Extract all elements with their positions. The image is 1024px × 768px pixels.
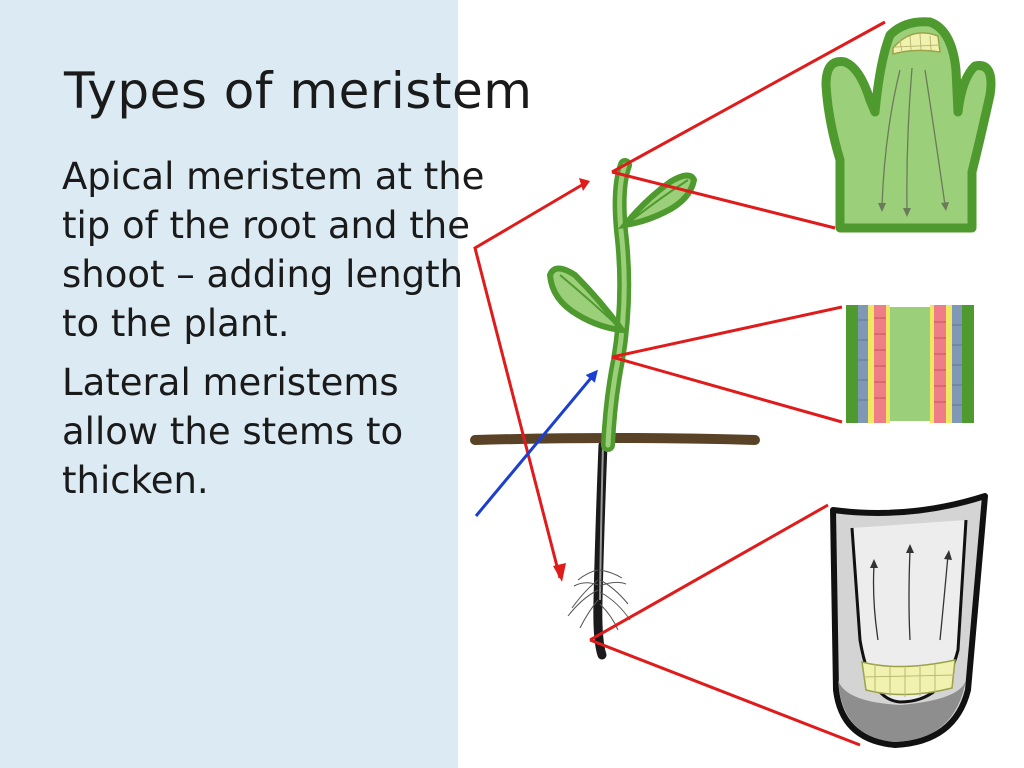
zoom-lines bbox=[589, 20, 886, 747]
arrowhead-shoot bbox=[579, 178, 590, 191]
soil-line bbox=[470, 433, 760, 445]
root-hairs bbox=[567, 569, 631, 631]
shoot-apical-meristem bbox=[892, 32, 941, 55]
apical-pointer-arrows bbox=[473, 178, 590, 582]
paragraph-apical-meristem: Apical meristem at the tip of the root a… bbox=[62, 155, 485, 345]
slide-body: Apical meristem at the tip of the root a… bbox=[62, 152, 502, 505]
apical-arrow-path bbox=[473, 180, 588, 579]
lateral-arrow bbox=[474, 369, 598, 517]
slide-title: Types of meristem bbox=[64, 62, 533, 120]
root-tip-detail bbox=[830, 493, 988, 748]
root-apical-meristem bbox=[861, 659, 956, 696]
shoot-tip-detail bbox=[821, 17, 996, 233]
arrowhead-root bbox=[553, 563, 566, 582]
stem-cross-section-detail bbox=[846, 305, 974, 423]
lateral-pointer-arrow bbox=[474, 369, 598, 517]
paragraph-lateral-meristems: Lateral meristems allow the stems to thi… bbox=[62, 361, 404, 502]
